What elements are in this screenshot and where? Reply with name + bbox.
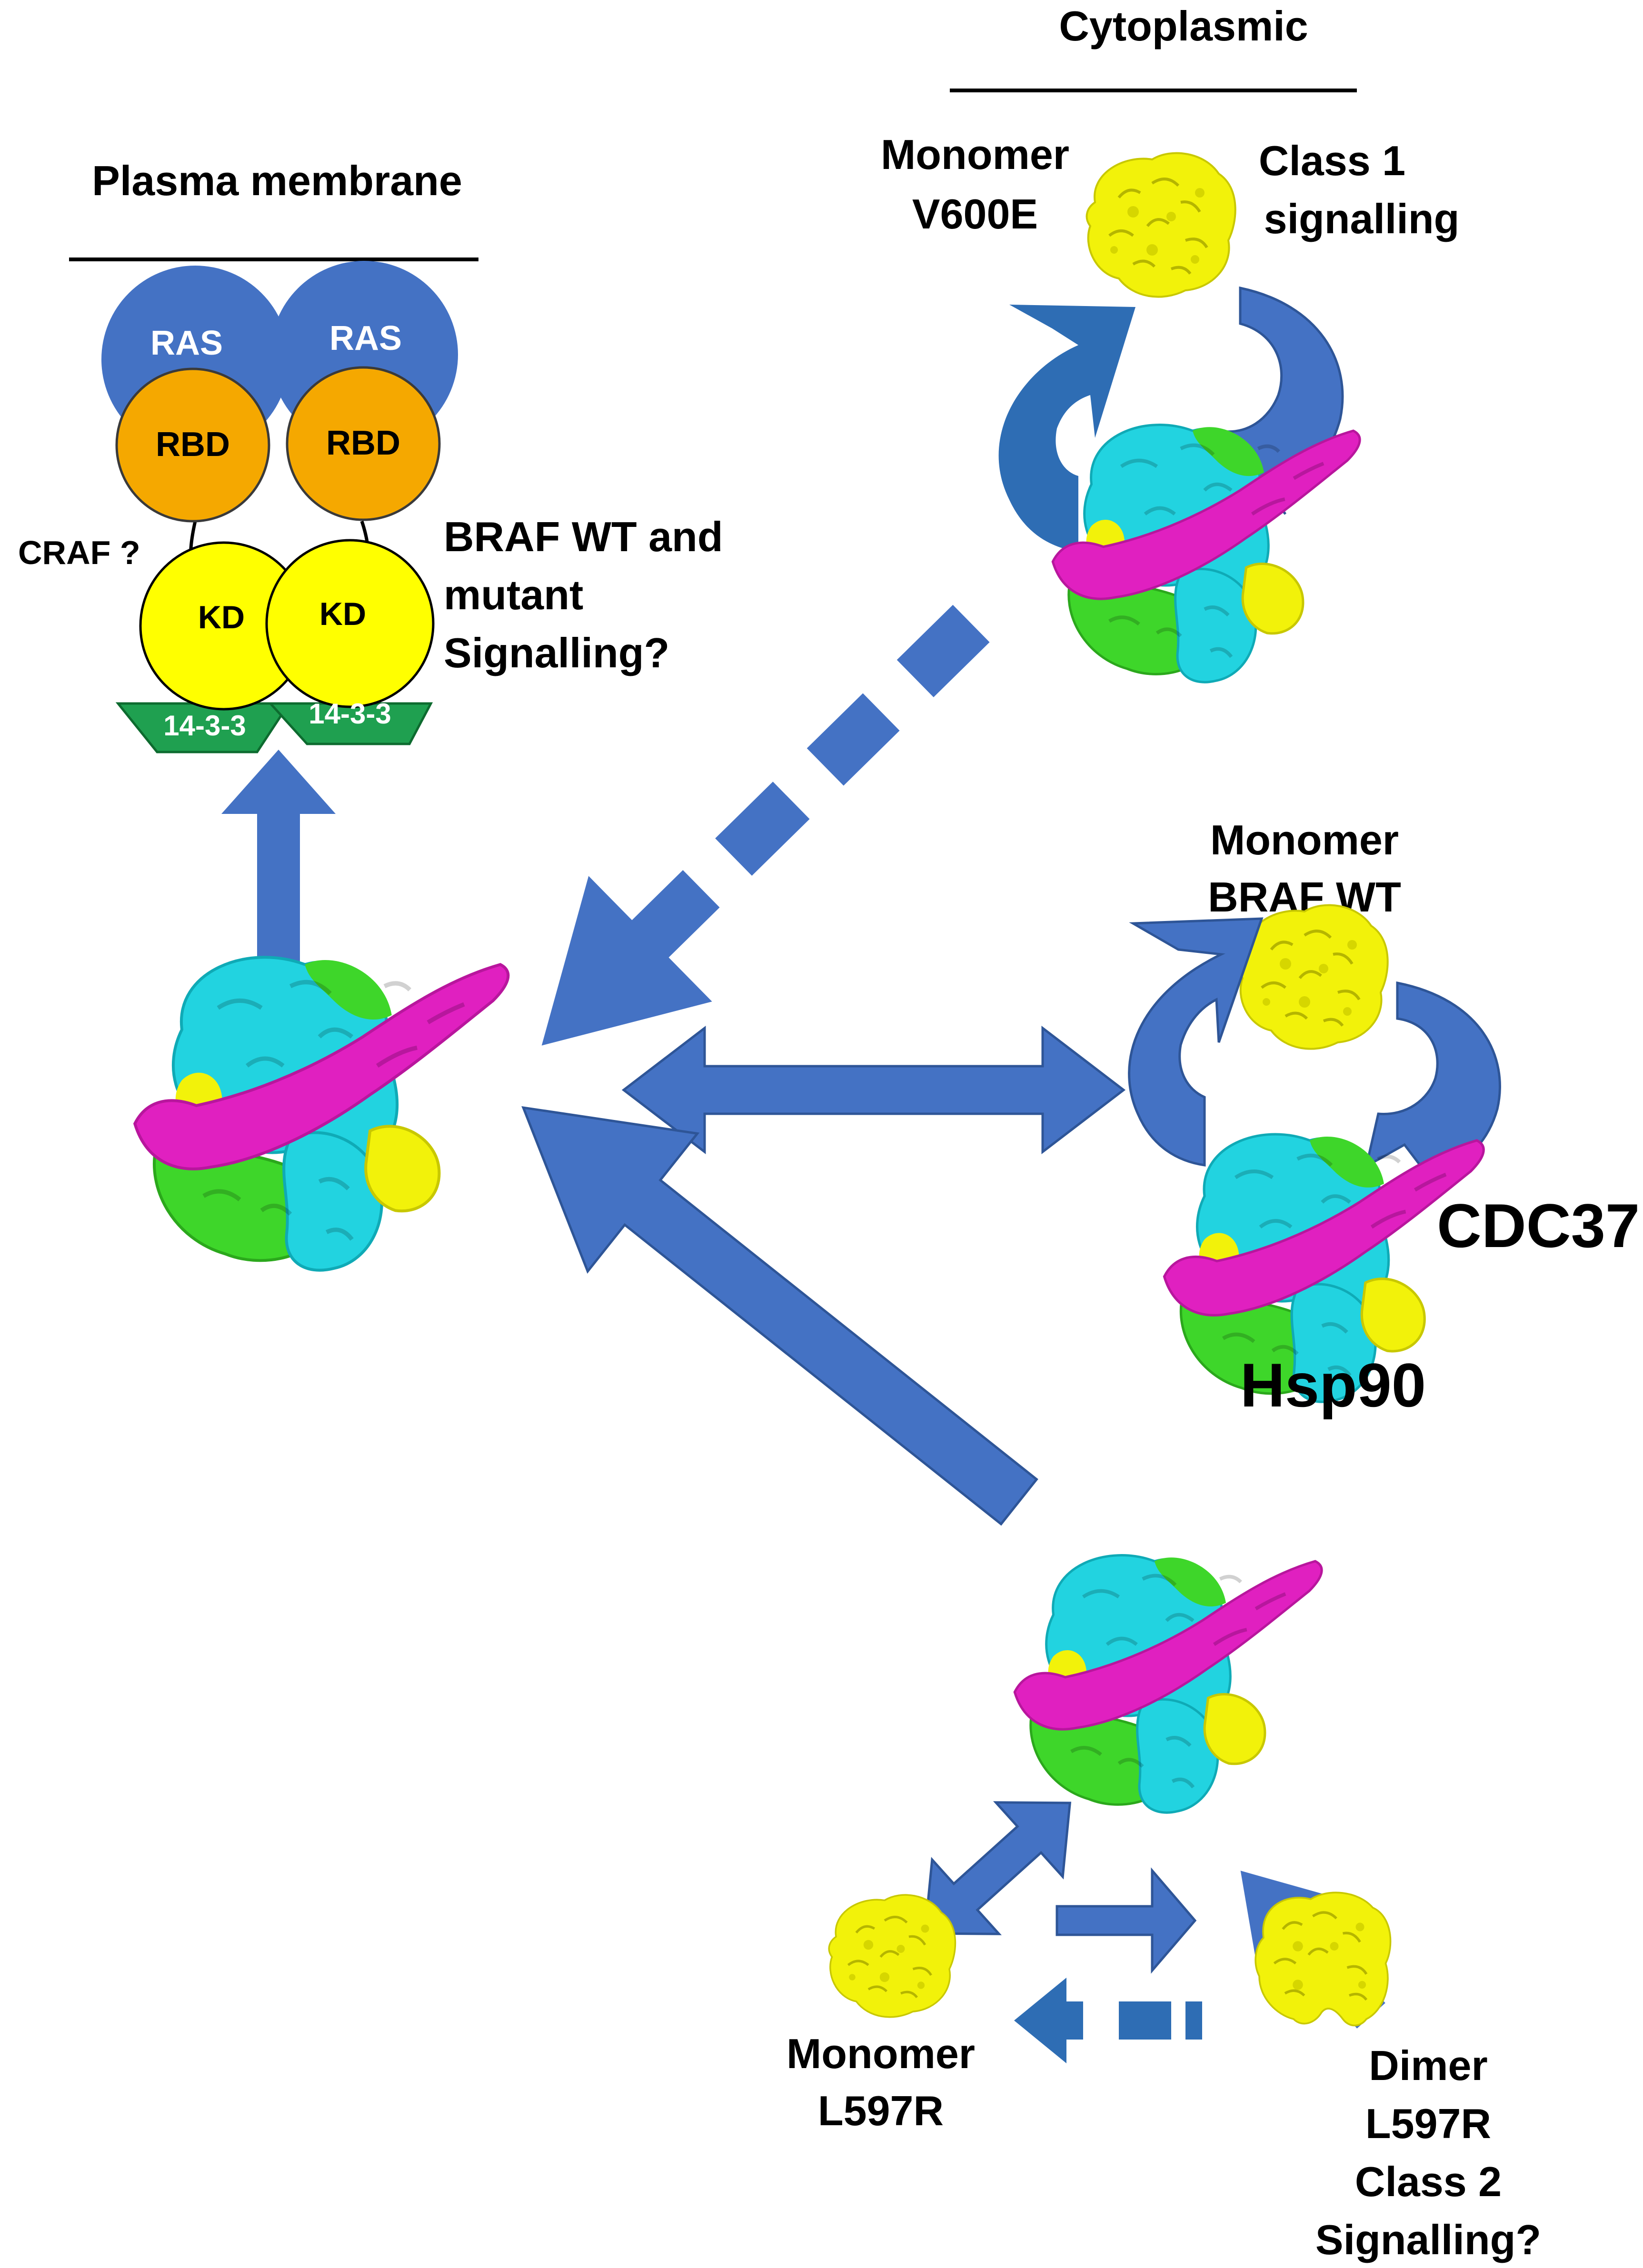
plasma-membrane-title: Plasma membrane	[92, 157, 462, 204]
class1-line2: signalling	[1264, 195, 1460, 242]
v600e-monomer-icon	[1087, 153, 1235, 297]
l597r-complex-icon	[1015, 1555, 1322, 1813]
ras-label-right: RAS	[329, 319, 402, 357]
kd-circle-right	[265, 539, 435, 708]
braf-wt-mutant-line1: BRAF WT and	[444, 513, 723, 560]
braf-wt-mutant-line2: mutant	[444, 571, 583, 618]
kd-label-right: KD	[319, 596, 366, 632]
braf-wt-cycle-arrow-left	[1128, 917, 1264, 1167]
cdc37-label: CDC37	[1437, 1191, 1640, 1260]
v600e-complex-icon	[1053, 425, 1360, 683]
fourteen33-right	[268, 702, 433, 745]
l597r-monomer-icon	[829, 1895, 955, 2017]
centre-braf-wt-double-arrow	[621, 1025, 1126, 1155]
dimer-l597r-line1: Dimer	[1369, 2042, 1487, 2089]
fourteen33-label-left: 14-3-3	[163, 710, 246, 742]
l597r-to-centre-arrow	[521, 1106, 1038, 1526]
kd-label-left: KD	[198, 599, 245, 635]
craf-label: CRAF ?	[18, 534, 140, 571]
monomer-braf-wt-line1: Monomer	[1210, 816, 1399, 863]
monomer-v600e-line2: V600E	[912, 190, 1038, 238]
membrane-double-arrow	[221, 750, 336, 1035]
monomer-l597r-line2: L597R	[818, 2087, 944, 2134]
rbd-label-left: RBD	[156, 426, 230, 464]
monomer-to-dimer-arrow	[1056, 1867, 1197, 1974]
membrane-complex: RAS RAS RBD RBD KD KD 14-3-3 14-3-3	[101, 261, 458, 753]
v600e-dashed-arrow	[541, 604, 990, 1046]
dimer-to-monomer-dashed-arrow	[1014, 1978, 1202, 2063]
rbd-circle-left	[115, 367, 270, 523]
dimer-l597r-line3: Class 2	[1355, 2158, 1502, 2205]
dimer-l597r-line2: L597R	[1365, 2100, 1491, 2147]
l597r-dimer-icon	[1255, 1892, 1390, 2025]
v600e-cycle-arrow-left	[998, 305, 1135, 552]
rbd-circle-right	[286, 366, 441, 521]
monomer-l597r-line1: Monomer	[787, 2030, 975, 2077]
braf-wt-mutant-line3: Signalling?	[444, 629, 669, 676]
class1-line1: Class 1	[1259, 137, 1405, 184]
rbd-label-right: RBD	[326, 424, 400, 462]
braf-wt-monomer-icon	[1239, 905, 1388, 1049]
hsp90-label: Hsp90	[1240, 1350, 1426, 1420]
fourteen33-label-right: 14-3-3	[309, 698, 391, 730]
cytoplasmic-title: Cytoplasmic	[1059, 2, 1308, 50]
dimer-l597r-line4: Signalling?	[1315, 2216, 1541, 2263]
monomer-v600e-line1: Monomer	[881, 131, 1069, 178]
central-complex-icon	[135, 957, 508, 1270]
ras-label-left: RAS	[150, 324, 223, 362]
